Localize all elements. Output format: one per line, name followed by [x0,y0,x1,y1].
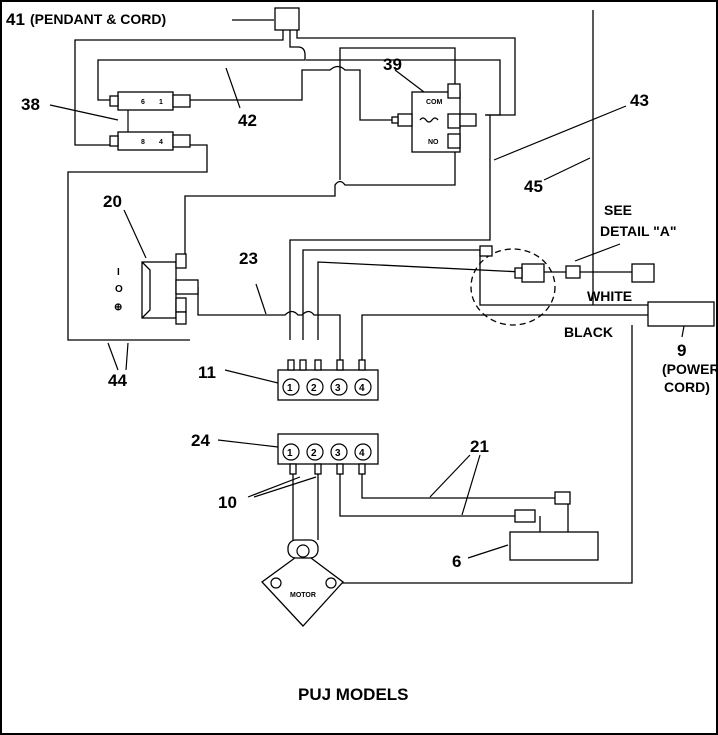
callout-20: 20 [103,192,122,211]
see-label: SEE [604,202,632,218]
connector-end [631,263,655,283]
contactor-39: COM NO [391,83,477,153]
block11-term-2: 2 [311,383,317,394]
connector-female [521,263,545,283]
callout-10: 10 [218,493,237,512]
relay-label-4: 4 [159,139,163,146]
callout-21: 21 [470,437,489,456]
callout-23: 23 [239,249,258,268]
white-label: WHITE [587,288,632,304]
callout-43: 43 [630,91,649,110]
pendant-connector [274,7,300,31]
block24-term-1: 1 [287,448,293,459]
block11-term-4: 4 [359,383,365,394]
contactor-com-label: COM [426,99,443,106]
relay-38: 6 1 8 4 [109,91,191,151]
callout-44: 44 [108,371,127,390]
relay-label-1: 1 [159,99,163,106]
callout-6: 6 [452,552,461,571]
detail-a-circle [470,248,556,326]
callout-24: 24 [191,431,210,450]
block11-term-1: 1 [287,383,293,394]
connector-small [479,245,493,257]
detail-a-label: DETAIL "A" [600,223,677,239]
diagram-title: PUJ MODELS [298,685,409,704]
callout-45: 45 [524,177,543,196]
block24-term-2: 2 [311,448,317,459]
leader-lines [49,19,685,559]
black-label: BLACK [564,324,613,340]
switch-off-symbol: O [115,284,123,295]
terminal-block-11: 1 2 3 4 [277,359,379,401]
block11-term-3: 3 [335,383,341,394]
block24-term-3: 3 [335,448,341,459]
callout-41-desc: (PENDANT & CORD) [30,11,166,27]
switch-ground-symbol: ⊕ [114,302,122,313]
connector-male [565,265,581,279]
switch-on-symbol: I [117,267,120,278]
motor: MOTOR [261,539,344,627]
callout-9-desc1: (POWER [662,361,718,377]
motor-label: MOTOR [290,592,316,599]
rocker-switch-20: I O ⊕ [114,253,199,325]
callout-11: 11 [198,363,216,382]
callout-39: 39 [383,55,402,74]
callout-42: 42 [238,111,257,130]
terminal-block-24: 1 2 3 4 [277,433,379,475]
callout-9: 9 [677,341,686,360]
power-cord-box [647,301,715,327]
contactor-no-label: NO [428,139,439,146]
relay-label-8: 8 [141,139,145,146]
capacitor-6 [509,491,599,561]
callout-38: 38 [21,95,40,114]
connector-female-tip [514,267,523,279]
relay-label-6: 6 [141,99,145,106]
callout-41: 41 [6,10,25,29]
coil-icon [419,117,439,123]
callout-9-desc2: CORD) [664,379,710,395]
block24-term-4: 4 [359,448,365,459]
wire-network [67,10,648,584]
